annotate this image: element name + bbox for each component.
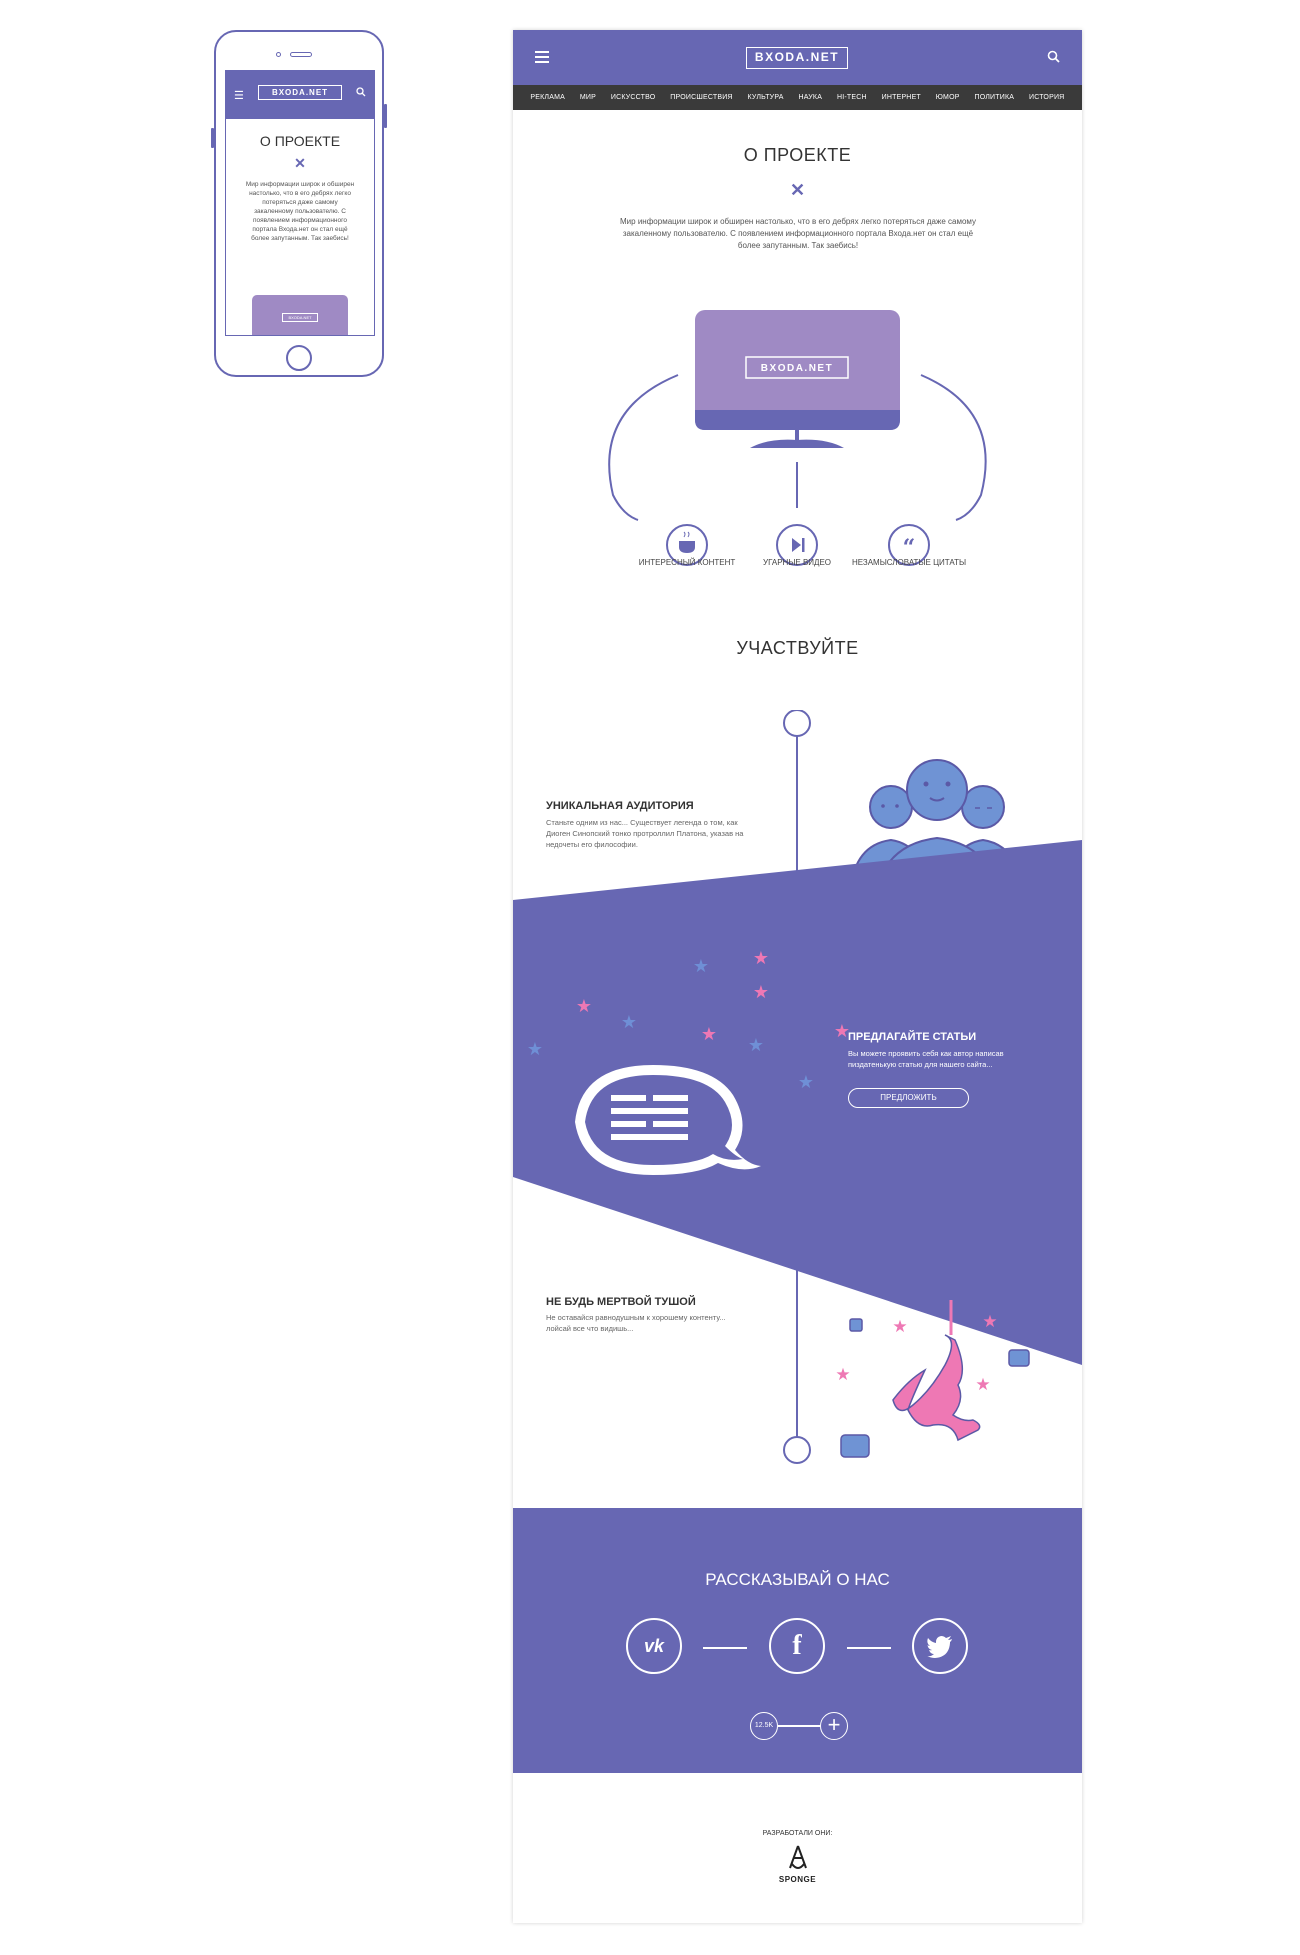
quote-icon: “ <box>888 524 930 566</box>
nav-item-reklama[interactable]: РЕКЛАМА <box>530 94 566 101</box>
svg-text:★: ★ <box>753 982 769 1003</box>
twitter-button[interactable] <box>912 1618 968 1674</box>
phone-logo[interactable]: BXODA.NET <box>258 85 342 100</box>
feature-label-quotes: НЕЗАМЫСЛОВАТЫЕ ЦИТАТЫ <box>851 558 967 567</box>
close-icon: ✕ <box>294 155 306 171</box>
nav-item-nauka[interactable]: НАУКА <box>798 94 823 101</box>
feature-label-video: УГАРНЫЕ ВИДЕО <box>762 558 832 567</box>
share-count: 12.5K <box>750 1712 778 1740</box>
speech-bubble-icon <box>575 1065 761 1175</box>
like-icons <box>840 1318 1030 1458</box>
nav-item-iskusstvo[interactable]: ИСКУССТВО <box>610 94 656 101</box>
svg-text:★: ★ <box>835 1365 850 1385</box>
svg-text:★: ★ <box>621 1012 637 1033</box>
connector-line <box>778 1725 820 1727</box>
connector-line <box>847 1647 891 1649</box>
phone-header: ☰ BXODA.NET <box>226 71 374 119</box>
search-icon[interactable] <box>356 87 366 97</box>
phone-about-text: Мир информации широк и обширен настолько… <box>245 181 355 242</box>
svg-text:★: ★ <box>693 956 709 977</box>
timeline-node-top <box>783 710 811 737</box>
phone-monitor-logo: BXODA.NET <box>282 313 318 322</box>
propose-button[interactable]: ПРЕДЛОЖИТЬ <box>848 1088 969 1108</box>
phone-screen: ☰ BXODA.NET О ПРОЕКТЕ ✕ Мир информации ш… <box>225 70 375 336</box>
svg-text:★: ★ <box>753 948 769 969</box>
svg-text:★: ★ <box>834 1021 850 1042</box>
nav-item-politika[interactable]: ПОЛИТИКА <box>974 94 1015 101</box>
share-title: РАССКАЗЫВАЙ О НАС <box>705 1570 890 1589</box>
vk-button[interactable]: vk <box>626 1618 682 1674</box>
play-icon <box>776 524 818 566</box>
phone-home-button <box>286 345 312 371</box>
about-text: Мир информации широк и обширен настолько… <box>620 217 976 250</box>
category-nav: РЕКЛАМА МИР ИСКУССТВО ПРОИСШЕСТВИЯ КУЛЬТ… <box>513 85 1082 110</box>
share-section: РАССКАЗЫВАЙ О НАС vk f 12.5K + <box>513 1508 1082 1773</box>
star-icons-bottom: ★ ★ ★ ★ <box>835 1312 997 1395</box>
phone-power-button <box>384 104 387 128</box>
features-illustration: BXODA.NET “ <box>608 310 987 566</box>
phone-monitor-illustration: BXODA.NET <box>252 295 348 335</box>
nav-item-yumor[interactable]: ЮМОР <box>935 94 960 101</box>
svg-text:★: ★ <box>892 1317 907 1337</box>
participate-title: УЧАСТВУЙТЕ <box>736 638 859 658</box>
phone-page-title: О ПРОЕКТЕ <box>259 133 341 149</box>
search-icon[interactable] <box>1047 50 1060 63</box>
site-header: BXODA.NET <box>513 30 1082 85</box>
timeline-node-bottom <box>783 1436 811 1464</box>
connector-line-left <box>608 374 679 521</box>
articles-text: Вы можете проявить себя как автор написа… <box>848 1049 1004 1069</box>
close-icon: ✕ <box>789 180 806 200</box>
nav-item-internet[interactable]: ИНТЕРНЕТ <box>881 94 921 101</box>
nav-item-kultura[interactable]: КУЛЬТУРА <box>747 94 784 101</box>
alive-text: Не оставайся равнодушным к хорошему конт… <box>546 1313 726 1333</box>
connector-line <box>703 1647 747 1649</box>
phone-speaker <box>290 52 312 57</box>
articles-title: ПРЕДЛАГАЙТЕ СТАТЬИ <box>848 1031 977 1043</box>
nav-item-mir[interactable]: МИР <box>579 94 597 101</box>
about-title: О ПРОЕКТЕ <box>743 145 852 165</box>
hamburger-icon[interactable]: ☰ <box>234 90 244 102</box>
hamburger-icon[interactable] <box>535 51 549 66</box>
cup-icon <box>666 524 708 566</box>
star-icons: ★ ★ ★ ★ ★ ★ ★ ★ ★ ★ <box>527 948 850 1093</box>
svg-text:“: “ <box>903 535 916 561</box>
connector-line-right <box>920 374 987 521</box>
footer-logo[interactable]: SPONGE <box>778 1875 817 1884</box>
alive-title: НЕ БУДЬ МЕРТВОЙ ТУШОЙ <box>546 1296 696 1308</box>
svg-text:★: ★ <box>701 1024 717 1045</box>
site-logo[interactable]: BXODA.NET <box>746 47 848 69</box>
footer-label: РАЗРАБОТАЛИ ОНИ: <box>762 1830 833 1837</box>
facebook-button[interactable]: f <box>769 1618 825 1674</box>
svg-text:★: ★ <box>982 1312 997 1332</box>
svg-text:★: ★ <box>975 1375 990 1395</box>
nav-item-hitech[interactable]: HI-TECH <box>836 94 867 101</box>
phone-mockup: ☰ BXODA.NET О ПРОЕКТЕ ✕ Мир информации ш… <box>211 30 387 377</box>
participate-illustration: ★ ★ ★ ★ ★ ★ ★ ★ ★ ★ <box>513 710 1082 1464</box>
monitor-logo: BXODA.NET <box>761 363 833 374</box>
diagonal-band <box>513 840 1082 1365</box>
phone-camera <box>276 52 281 57</box>
svg-text:★: ★ <box>527 1039 543 1060</box>
desktop-page: BXODA.NET РЕКЛАМА МИР ИСКУССТВО ПРОИСШЕС… <box>513 30 1082 1923</box>
audience-title: УНИКАЛЬНАЯ АУДИТОРИЯ <box>546 800 694 812</box>
phone-side-button <box>211 128 214 148</box>
feature-label-content: ИНТЕРЕСНЫЙ КОНТЕНТ <box>638 558 736 567</box>
plus-button[interactable]: + <box>820 1712 848 1740</box>
hanging-deer-illustration <box>892 1300 981 1442</box>
svg-text:★: ★ <box>576 996 592 1017</box>
audience-text: Станьте одним из нас... Существует леген… <box>546 818 744 849</box>
svg-text:★: ★ <box>798 1072 814 1093</box>
nav-item-proisshestviya[interactable]: ПРОИСШЕСТВИЯ <box>670 94 733 101</box>
twitter-bird-icon <box>927 1636 952 1658</box>
nav-item-istoriya[interactable]: ИСТОРИЯ <box>1029 94 1065 101</box>
sponge-logo-icon <box>789 1845 807 1869</box>
svg-text:★: ★ <box>748 1035 764 1056</box>
monitor-illustration <box>695 310 900 448</box>
